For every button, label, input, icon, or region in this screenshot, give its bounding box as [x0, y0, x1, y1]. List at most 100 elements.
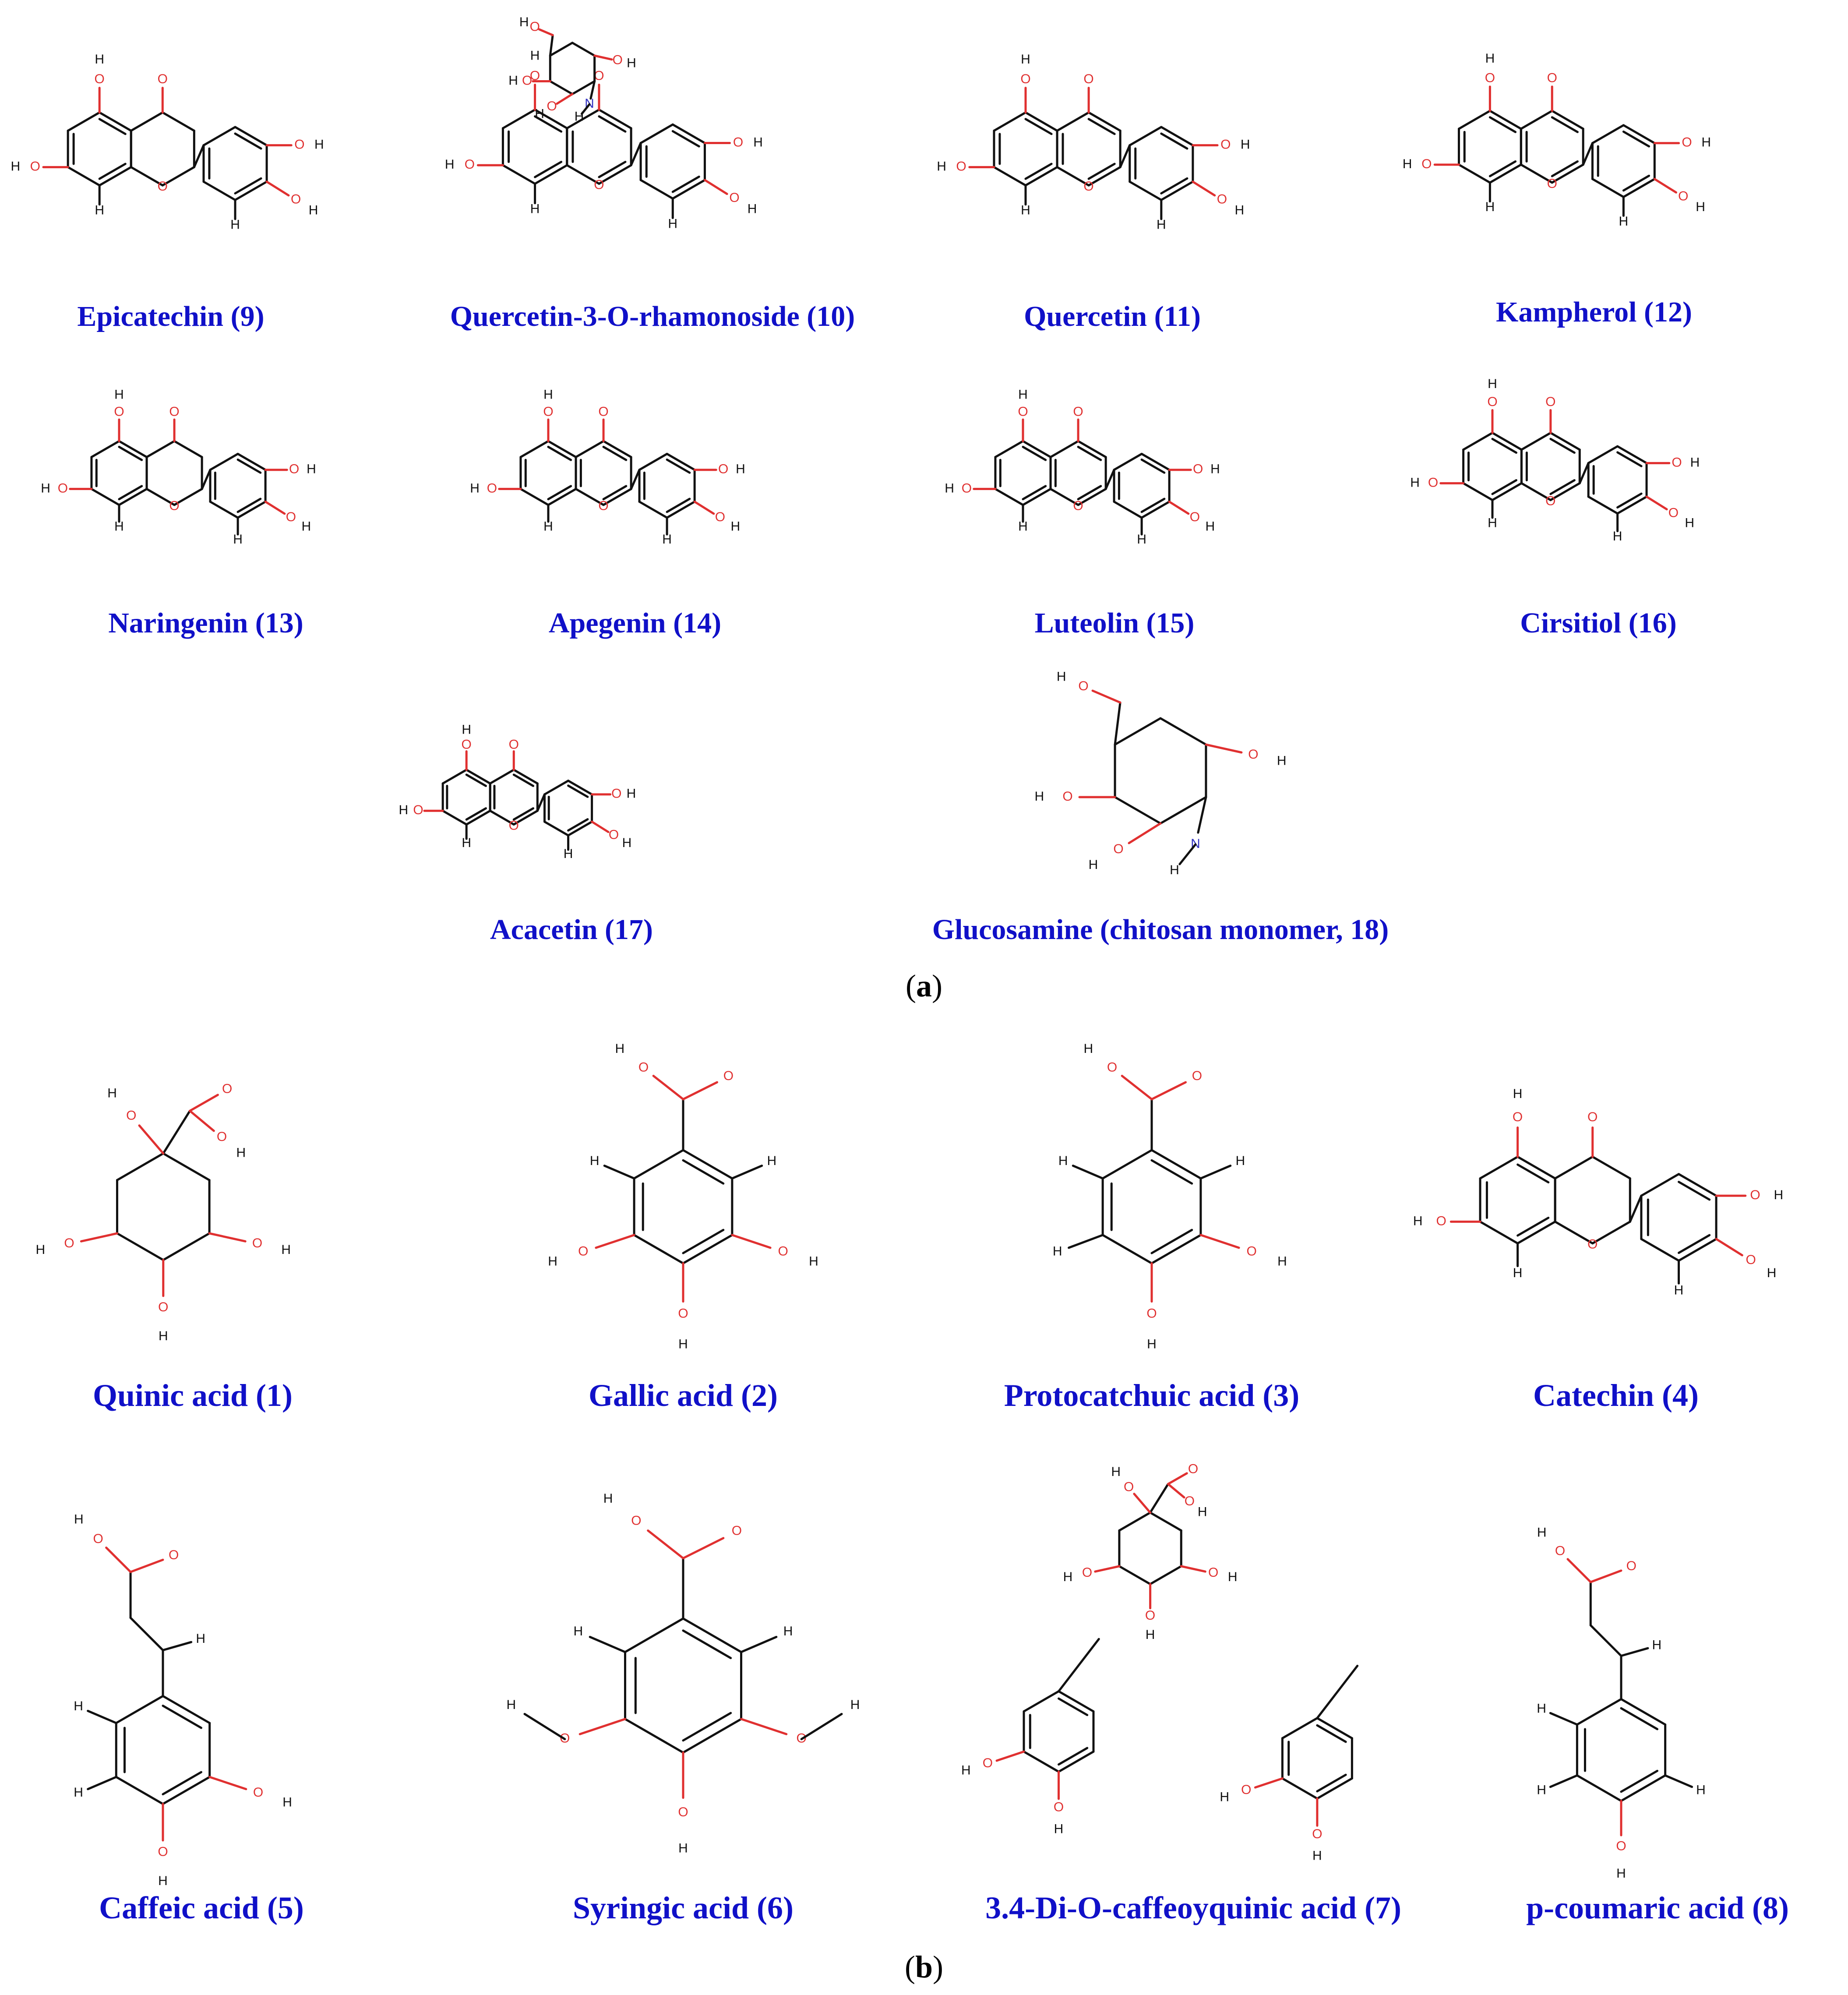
- bond: [598, 164, 632, 185]
- bond: [1114, 701, 1121, 746]
- bond: [264, 501, 286, 515]
- bond: [666, 501, 696, 519]
- bond: [512, 809, 539, 826]
- bond: [523, 1713, 566, 1741]
- atom-label: H: [1018, 387, 1028, 402]
- bond: [1159, 796, 1207, 825]
- bond: [1316, 1717, 1353, 1740]
- bond: [161, 166, 195, 187]
- bond: [115, 1776, 164, 1805]
- atom-label: O: [58, 481, 68, 495]
- atom-label: H: [1537, 1525, 1547, 1540]
- bond: [740, 1718, 788, 1735]
- atom-label: H: [1089, 858, 1098, 872]
- atom-label: H: [158, 1874, 168, 1888]
- atom-label: H: [1696, 200, 1705, 214]
- bond: [236, 458, 262, 474]
- atom-label: O: [95, 72, 105, 86]
- bond: [1520, 163, 1553, 184]
- bond: [682, 1712, 732, 1742]
- atom-label: H: [1312, 1849, 1322, 1863]
- atom-label: H: [1485, 51, 1495, 66]
- bond: [547, 485, 572, 501]
- atom-label: H: [236, 1146, 246, 1160]
- atom-label: H: [627, 787, 636, 801]
- bond: [1254, 1777, 1284, 1789]
- atom-label: O: [613, 53, 623, 67]
- bond: [1167, 1472, 1188, 1485]
- atom-label: H: [603, 1491, 613, 1506]
- bond: [1129, 126, 1163, 147]
- bond: [138, 1124, 165, 1155]
- atom-label: H: [753, 135, 763, 149]
- atom-label: O: [30, 159, 40, 174]
- bond: [1620, 1769, 1659, 1793]
- atom-label: H: [1488, 516, 1497, 530]
- atom-label: O: [413, 803, 423, 817]
- atom-label: O: [718, 462, 728, 477]
- bond: [202, 180, 236, 201]
- atom-label: H: [783, 1624, 793, 1638]
- ring-oxygen: O: [509, 818, 519, 833]
- bond: [1462, 482, 1494, 501]
- bond: [1023, 1750, 1060, 1773]
- atom-label: O: [598, 405, 608, 419]
- atom-label: H: [519, 15, 529, 29]
- bond: [208, 1776, 247, 1790]
- atom-label: H: [945, 481, 954, 495]
- atom-label: O: [253, 1785, 263, 1800]
- atom-label: H: [622, 836, 632, 850]
- bond: [1664, 1774, 1693, 1788]
- bond: [1551, 109, 1584, 130]
- atom-label: H: [507, 1698, 516, 1712]
- bond: [1087, 166, 1121, 187]
- atom-label: H: [74, 1785, 83, 1800]
- atom-label: O: [1421, 157, 1432, 171]
- panel-b-label: (b): [904, 1949, 943, 1984]
- bond: [1576, 1698, 1622, 1726]
- bond: [566, 109, 600, 130]
- atom-label: O: [1246, 1244, 1256, 1258]
- bond: [234, 132, 262, 150]
- atom-label: O: [1083, 72, 1093, 86]
- compound-label: Glucosamine (chitosan monomer, 18): [932, 914, 1389, 946]
- atom-label: O: [1078, 679, 1088, 693]
- atom-label: H: [1053, 1244, 1062, 1258]
- bond: [1150, 1229, 1193, 1254]
- atom-label: H: [399, 803, 408, 817]
- bond: [1113, 452, 1143, 471]
- compound-label: Quercetin (11): [1024, 300, 1201, 332]
- bond: [1192, 180, 1216, 197]
- atom-label: H: [1147, 1337, 1157, 1351]
- bond: [602, 440, 632, 459]
- bond: [116, 1152, 165, 1181]
- bond: [1160, 180, 1194, 201]
- bond: [67, 166, 101, 187]
- bond: [547, 487, 577, 506]
- bond: [1640, 1173, 1680, 1197]
- ring-oxygen: O: [1073, 499, 1083, 513]
- bond: [1479, 1155, 1519, 1180]
- atom-label: H: [1701, 135, 1711, 150]
- atom-label: H: [1277, 753, 1287, 768]
- bond: [1168, 501, 1190, 515]
- atom-label: O: [1146, 1306, 1157, 1321]
- bond: [638, 452, 668, 471]
- atom-label: O: [158, 1845, 168, 1859]
- ring-oxygen: O: [1547, 177, 1557, 191]
- bond: [1072, 1165, 1104, 1180]
- bond: [1068, 1234, 1104, 1249]
- atom-label: H: [1111, 1465, 1121, 1479]
- bond: [1058, 1690, 1095, 1713]
- atom-label: H: [1685, 516, 1694, 530]
- bond: [1119, 144, 1131, 169]
- atom-label: O: [1193, 462, 1203, 477]
- bond: [566, 164, 600, 185]
- bond: [1516, 1220, 1556, 1245]
- compound-label: Catechin (4): [1533, 1378, 1699, 1413]
- bond: [633, 1149, 684, 1180]
